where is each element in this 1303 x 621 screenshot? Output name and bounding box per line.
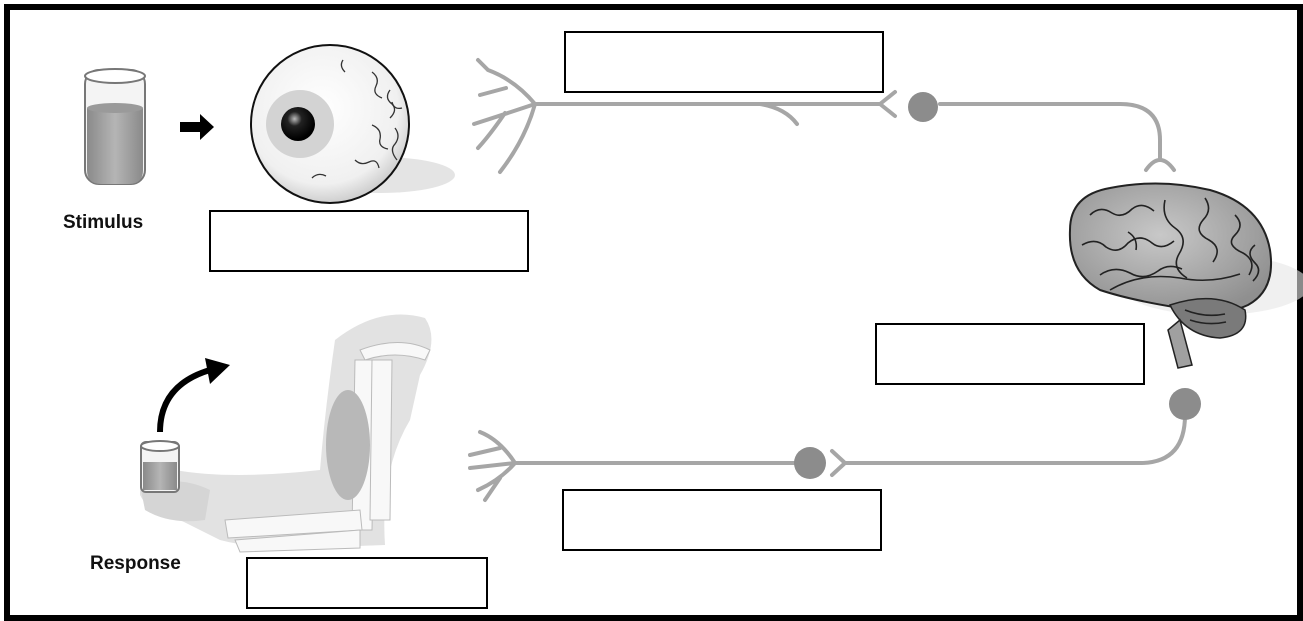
eye-icon: [251, 45, 455, 203]
curved-arrow-icon: [160, 358, 230, 432]
answer-box-cns[interactable]: [875, 323, 1145, 385]
stimulus-label: Stimulus: [63, 212, 143, 234]
response-label: Response: [90, 553, 181, 575]
arm-icon: [140, 314, 431, 552]
answer-box-motor-neuron[interactable]: [562, 489, 882, 551]
answer-box-sensory-neuron[interactable]: [564, 31, 884, 93]
motor-neuron-cell-body-2: [794, 447, 826, 479]
motor-neuron-cell-body: [1169, 388, 1201, 420]
glass-icon: [141, 441, 179, 492]
sensory-neuron-cell-body: [908, 92, 938, 122]
arrow-right-icon: [180, 114, 214, 140]
answer-box-effector[interactable]: [246, 557, 488, 609]
beaker-icon: [85, 69, 145, 184]
answer-box-receptor[interactable]: [209, 210, 529, 272]
motor-neuron: [470, 405, 1185, 500]
